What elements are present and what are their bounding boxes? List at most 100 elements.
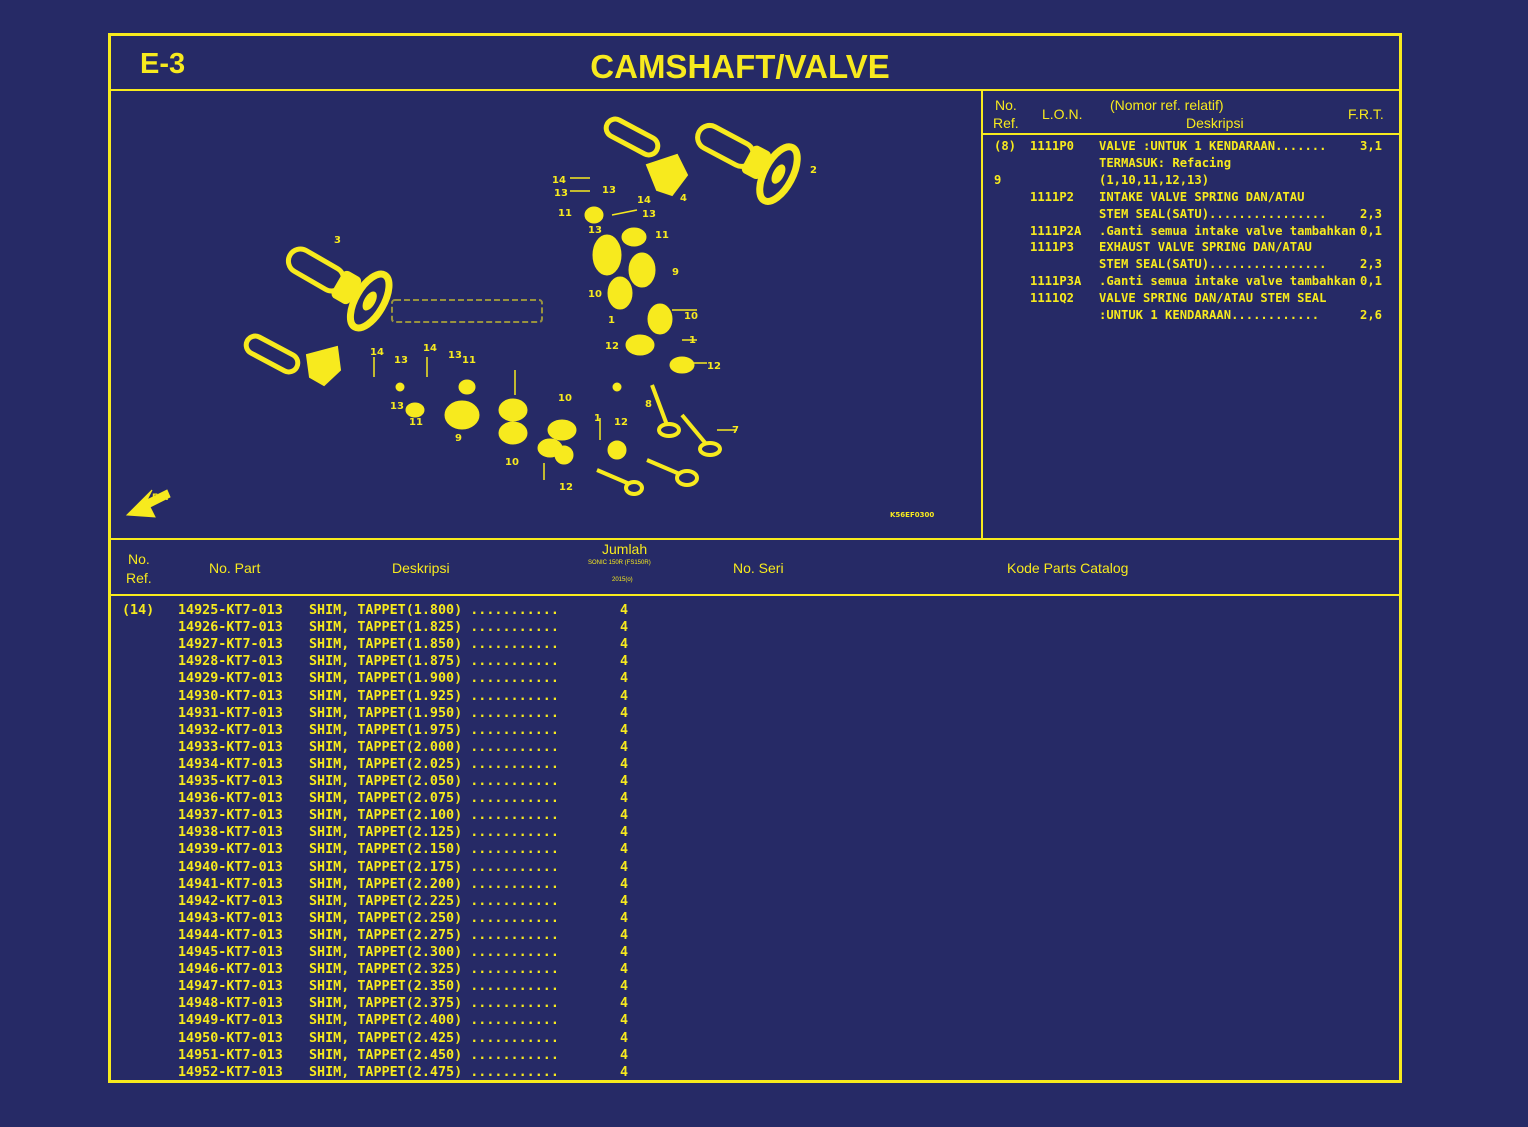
row-part: 14946-KT7-013 (178, 962, 283, 978)
svg-text:10: 10 (588, 289, 602, 300)
ref-ref-label: Ref. (993, 115, 1019, 131)
ref-line-desc: EXHAUST VALVE SPRING DAN/ATAU (1099, 240, 1312, 255)
row-part: 14937-KT7-013 (178, 808, 283, 824)
svg-text:13: 13 (390, 401, 404, 412)
row-desc: SHIM, TAPPET(2.375) ........... (309, 996, 559, 1012)
row-desc: SHIM, TAPPET(2.350) ........... (309, 979, 559, 995)
intake-camshaft (285, 246, 393, 332)
row-qty: 4 (620, 774, 629, 789)
diagram-divider (981, 90, 983, 539)
ref-line-lon: 1111P3 (1030, 240, 1075, 255)
row-qty: 4 (620, 603, 629, 618)
row-qty: 4 (620, 791, 629, 807)
row-desc: SHIM, TAPPET(2.025) ........... (309, 756, 559, 772)
row-qty: 4 (620, 962, 629, 978)
deskripsi-col-label: Deskripsi (392, 560, 450, 576)
kode-label: Kode Parts Catalog (1007, 560, 1129, 576)
table-row: 14940-KT7-013 SHIM, TAPPET(2.175) .......… (122, 859, 642, 876)
ref-line-desc: STEM SEAL(SATU)................ (1099, 257, 1327, 272)
row-qty: 4 (620, 756, 629, 772)
row-part: 14951-KT7-013 (178, 1047, 283, 1063)
row-desc: SHIM, TAPPET(2.425) ........... (309, 1030, 559, 1046)
row-part: 14942-KT7-013 (178, 893, 283, 909)
svg-text:13: 13 (588, 225, 602, 236)
row-part: 14933-KT7-013 (178, 739, 283, 755)
ref-line-desc: INTAKE VALVE SPRING DAN/ATAU (1099, 189, 1305, 204)
row-desc: SHIM, TAPPET(2.400) ........... (309, 1013, 559, 1029)
row-qty: 4 (620, 859, 629, 875)
ref-line-frt: 0,1 (1360, 274, 1383, 289)
year-label: 2015(o) (612, 577, 633, 583)
row-part: 14932-KT7-013 (178, 722, 283, 738)
rocker-arm-left (243, 333, 342, 387)
ref-line-desc: TERMASUK: Refacing (1099, 155, 1232, 170)
row-desc: SHIM, TAPPET(2.175) ........... (309, 859, 559, 875)
row-part: 14929-KT7-013 (178, 671, 283, 687)
row-desc: SHIM, TAPPET(2.125) ........... (309, 825, 559, 841)
table-row: 14947-KT7-013 SHIM, TAPPET(2.350) .......… (122, 978, 642, 995)
ref-line-desc: :UNTUK 1 KENDARAAN............ (1099, 308, 1320, 322)
row-qty: 4 (620, 979, 629, 995)
row-desc: SHIM, TAPPET(2.000) ........... (309, 739, 559, 755)
table-top-divider (110, 538, 1402, 540)
svg-text:7: 7 (732, 425, 739, 436)
row-part: 14952-KT7-013 (178, 1064, 283, 1080)
ref-line-desc: VALVE :UNTUK 1 KENDARAAN....... (1099, 139, 1327, 153)
row-part: 14947-KT7-013 (178, 979, 283, 995)
svg-text:13: 13 (448, 350, 462, 361)
svg-text:14: 14 (370, 347, 384, 358)
row-part: 14938-KT7-013 (178, 825, 283, 841)
svg-text:13: 13 (642, 209, 656, 220)
ref-line-desc: .Ganti semua intake valve tambahkan (1099, 274, 1356, 289)
fr-arrow (125, 489, 171, 518)
row-desc: SHIM, TAPPET(1.825) ........... (309, 620, 559, 636)
figure-code: K56EF0300 (890, 511, 934, 519)
svg-text:10: 10 (505, 457, 519, 468)
row-desc: SHIM, TAPPET(1.875) ........... (309, 654, 559, 670)
row-qty: 4 (620, 996, 629, 1012)
ref-line: 1111P3A .Ganti semua intake valve tambahk… (994, 273, 1394, 290)
ref-line-desc: (1,10,11,12,13) (1099, 172, 1210, 187)
row-desc: SHIM, TAPPET(2.325) ........... (309, 962, 559, 978)
no-seri-label: No. Seri (733, 560, 784, 576)
row-part: 14940-KT7-013 (178, 859, 283, 875)
page-title: CAMSHAFT/VALVE (590, 48, 890, 85)
ref-line-frt: 2,3 (1360, 206, 1383, 221)
svg-text:14: 14 (552, 175, 566, 186)
ref-line-ref: 9 (994, 172, 1002, 187)
row-part: 14930-KT7-013 (178, 688, 283, 704)
svg-text:9: 9 (455, 433, 462, 444)
table-row: 14950-KT7-013 SHIM, TAPPET(2.425) .......… (122, 1030, 642, 1047)
rocker-arm-top (603, 116, 689, 197)
row-qty: 4 (620, 705, 629, 721)
deskripsi-label: Deskripsi (1186, 115, 1244, 131)
ref-line: TERMASUK: Refacing (994, 155, 1394, 172)
ref-line-desc: STEM SEAL(SATU)................ (1099, 206, 1327, 221)
row-qty: 4 (620, 654, 629, 670)
ref-line-lon: 1111P2A (1030, 223, 1082, 238)
svg-text:13: 13 (554, 188, 568, 199)
svg-text:10: 10 (558, 393, 572, 404)
row-part: 14950-KT7-013 (178, 1030, 283, 1046)
svg-text:10: 10 (684, 311, 698, 322)
row-part: 14927-KT7-013 (178, 637, 283, 653)
row-part: 14944-KT7-013 (178, 927, 283, 943)
svg-text:12: 12 (559, 482, 573, 493)
ref-line-lon: 1111P3A (1030, 274, 1082, 289)
row-desc: SHIM, TAPPET(2.300) ........... (309, 945, 559, 960)
svg-text:14: 14 (423, 343, 437, 354)
ref-line-lon: 1111Q2 (1030, 291, 1075, 306)
svg-text:1: 1 (608, 315, 615, 326)
ref-line-frt: 0,1 (1360, 223, 1383, 238)
svg-text:11: 11 (409, 417, 423, 428)
